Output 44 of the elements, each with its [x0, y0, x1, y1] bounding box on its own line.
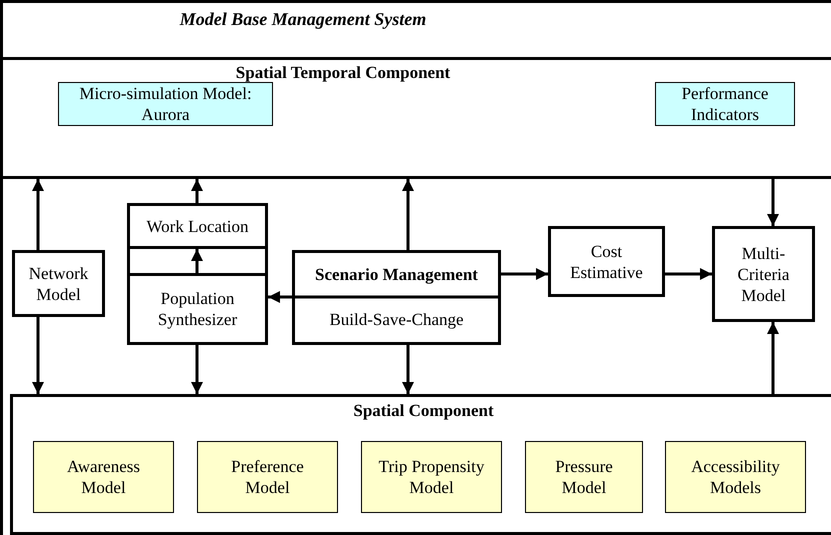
arrow: [501, 268, 548, 280]
process-box: [712, 226, 815, 322]
component-panel: [10, 394, 831, 535]
box-label: Build-Save-Change: [329, 310, 464, 330]
section-heading: Model Base Management System: [180, 9, 426, 30]
model-box: [525, 441, 643, 513]
box-label: Pressure Model: [554, 456, 614, 498]
component-panel: [0, 57, 831, 179]
box-label: Scenario Management: [315, 265, 478, 286]
process-box: [548, 226, 665, 297]
process-box: [12, 250, 105, 317]
box-label: Network Model: [28, 262, 90, 304]
arrow: [191, 249, 203, 273]
section-heading: Spatial Temporal Component: [236, 63, 450, 83]
model-box: [665, 441, 806, 513]
model-box: [655, 82, 795, 126]
box-label: Work Location: [145, 216, 250, 236]
process-box: [127, 273, 268, 345]
box-label: Cost Estimative: [569, 240, 644, 282]
process-box: [292, 250, 501, 345]
process-box: [127, 203, 268, 249]
arrow: [32, 179, 44, 250]
arrow: [268, 291, 501, 303]
section-heading: Spatial Component: [353, 401, 494, 421]
arrow: [767, 179, 779, 226]
box-label: Awareness Model: [66, 456, 142, 498]
box-label: Preference Model: [230, 456, 305, 498]
box-label: Accessibility Models: [690, 456, 781, 498]
box-label: Micro-simulation Model: Aurora: [78, 83, 253, 125]
arrow: [402, 179, 414, 250]
model-box: [197, 441, 338, 513]
box-label: Trip Propensity Model: [378, 456, 486, 498]
box-label: Population Synthesizer: [156, 288, 238, 330]
arrow: [191, 345, 203, 394]
arrow: [32, 317, 44, 394]
arrow: [402, 345, 414, 394]
box-label: Multi-Criteria Model: [736, 242, 790, 306]
box-label: Performance Indicators: [680, 83, 770, 125]
arrow: [665, 268, 712, 280]
arrow: [191, 179, 203, 203]
model-box: [361, 441, 502, 513]
model-box: [33, 441, 174, 513]
arrow: [767, 322, 779, 394]
model-box: [58, 82, 273, 126]
